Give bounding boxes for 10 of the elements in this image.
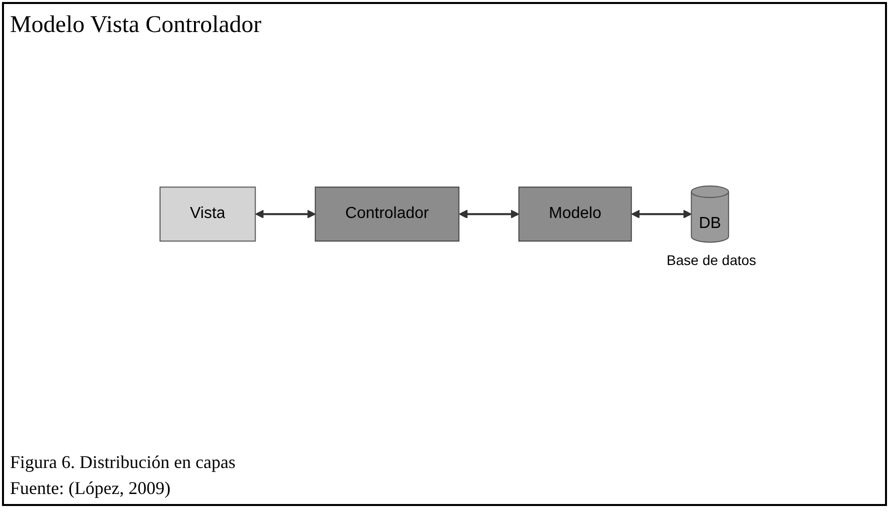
source-note: Fuente: (López, 2009) <box>10 478 170 499</box>
arrow <box>631 210 692 218</box>
figure-caption: Figura 6. Distribución en capas <box>10 452 236 473</box>
arrow <box>255 210 316 218</box>
node-box: Modelo <box>518 186 632 242</box>
node-box: Vista <box>159 186 256 242</box>
node-box: Controlador <box>314 186 460 242</box>
node-caption: Base de datos <box>666 252 756 268</box>
arrow <box>458 210 519 218</box>
diagram-title: Modelo Vista Controlador <box>10 12 262 39</box>
